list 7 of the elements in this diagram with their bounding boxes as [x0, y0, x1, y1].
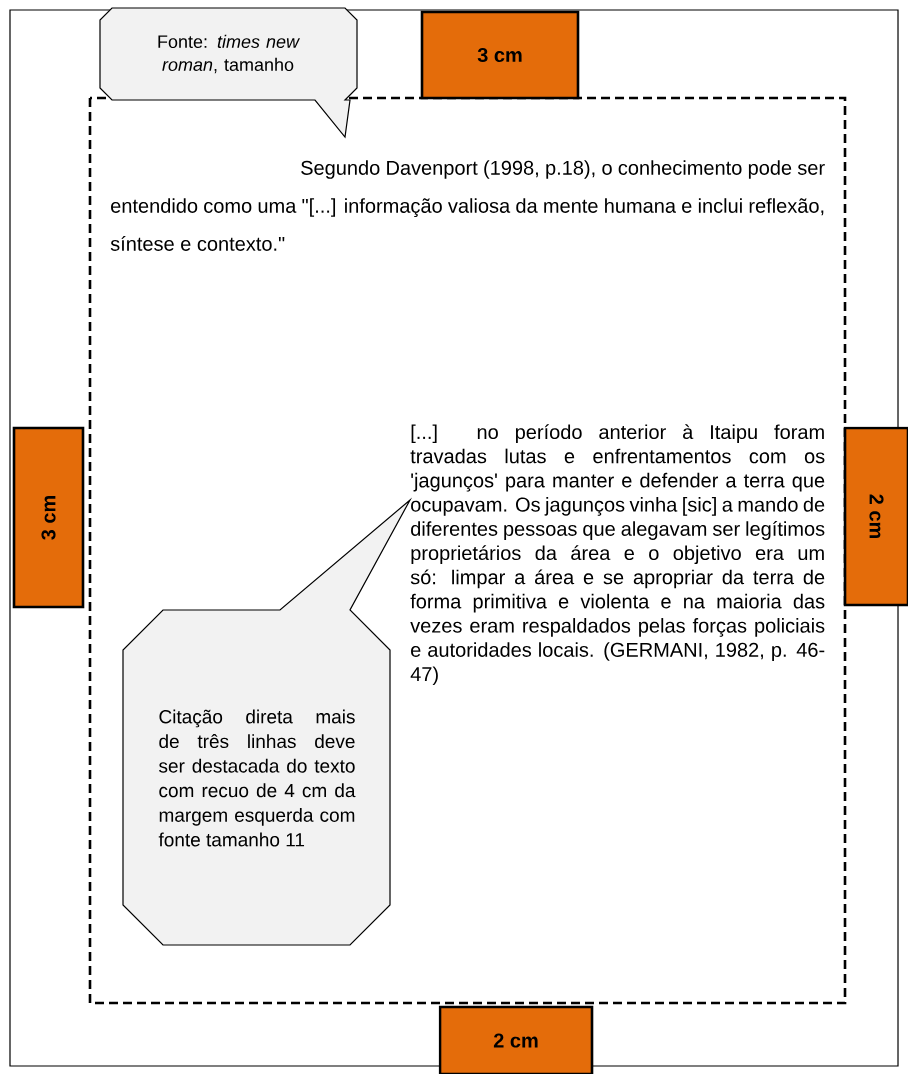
- margin-box: 3 cm: [420, 10, 580, 100]
- block-quote: [...] no período anterior à Itaipu foram travadas lutas e enfrentamentos com os 'jagunços' para manter e defender a terra que ocupavam. Os jagunços vinha [sic] a mando de diferentes pessoas que alegavam ser legítimos proprietários da área e o objetivo era um só: limpar a área e se apropriar da terra de forma primitiva e violenta e na maioria das vezes eram respaldados pelas forças policiais e autoridades locais. (GERMANI, 1982, p. 46-47): [410, 424, 825, 686]
- paragraph: Segundo Davenport (1998, p.18), o conhecimento pode ser entendido como uma "[...] informação valiosa da mente humana e inclui reflexão, síntese e contexto.": [110, 160, 825, 251]
- margin-box: 3 cm: [12, 426, 85, 609]
- speech-bubble: Fonte: times new roman, tamanho: [99, 7, 358, 139]
- margin-box: 2 cm: [843, 426, 908, 607]
- margin-box: 2 cm: [438, 1005, 594, 1074]
